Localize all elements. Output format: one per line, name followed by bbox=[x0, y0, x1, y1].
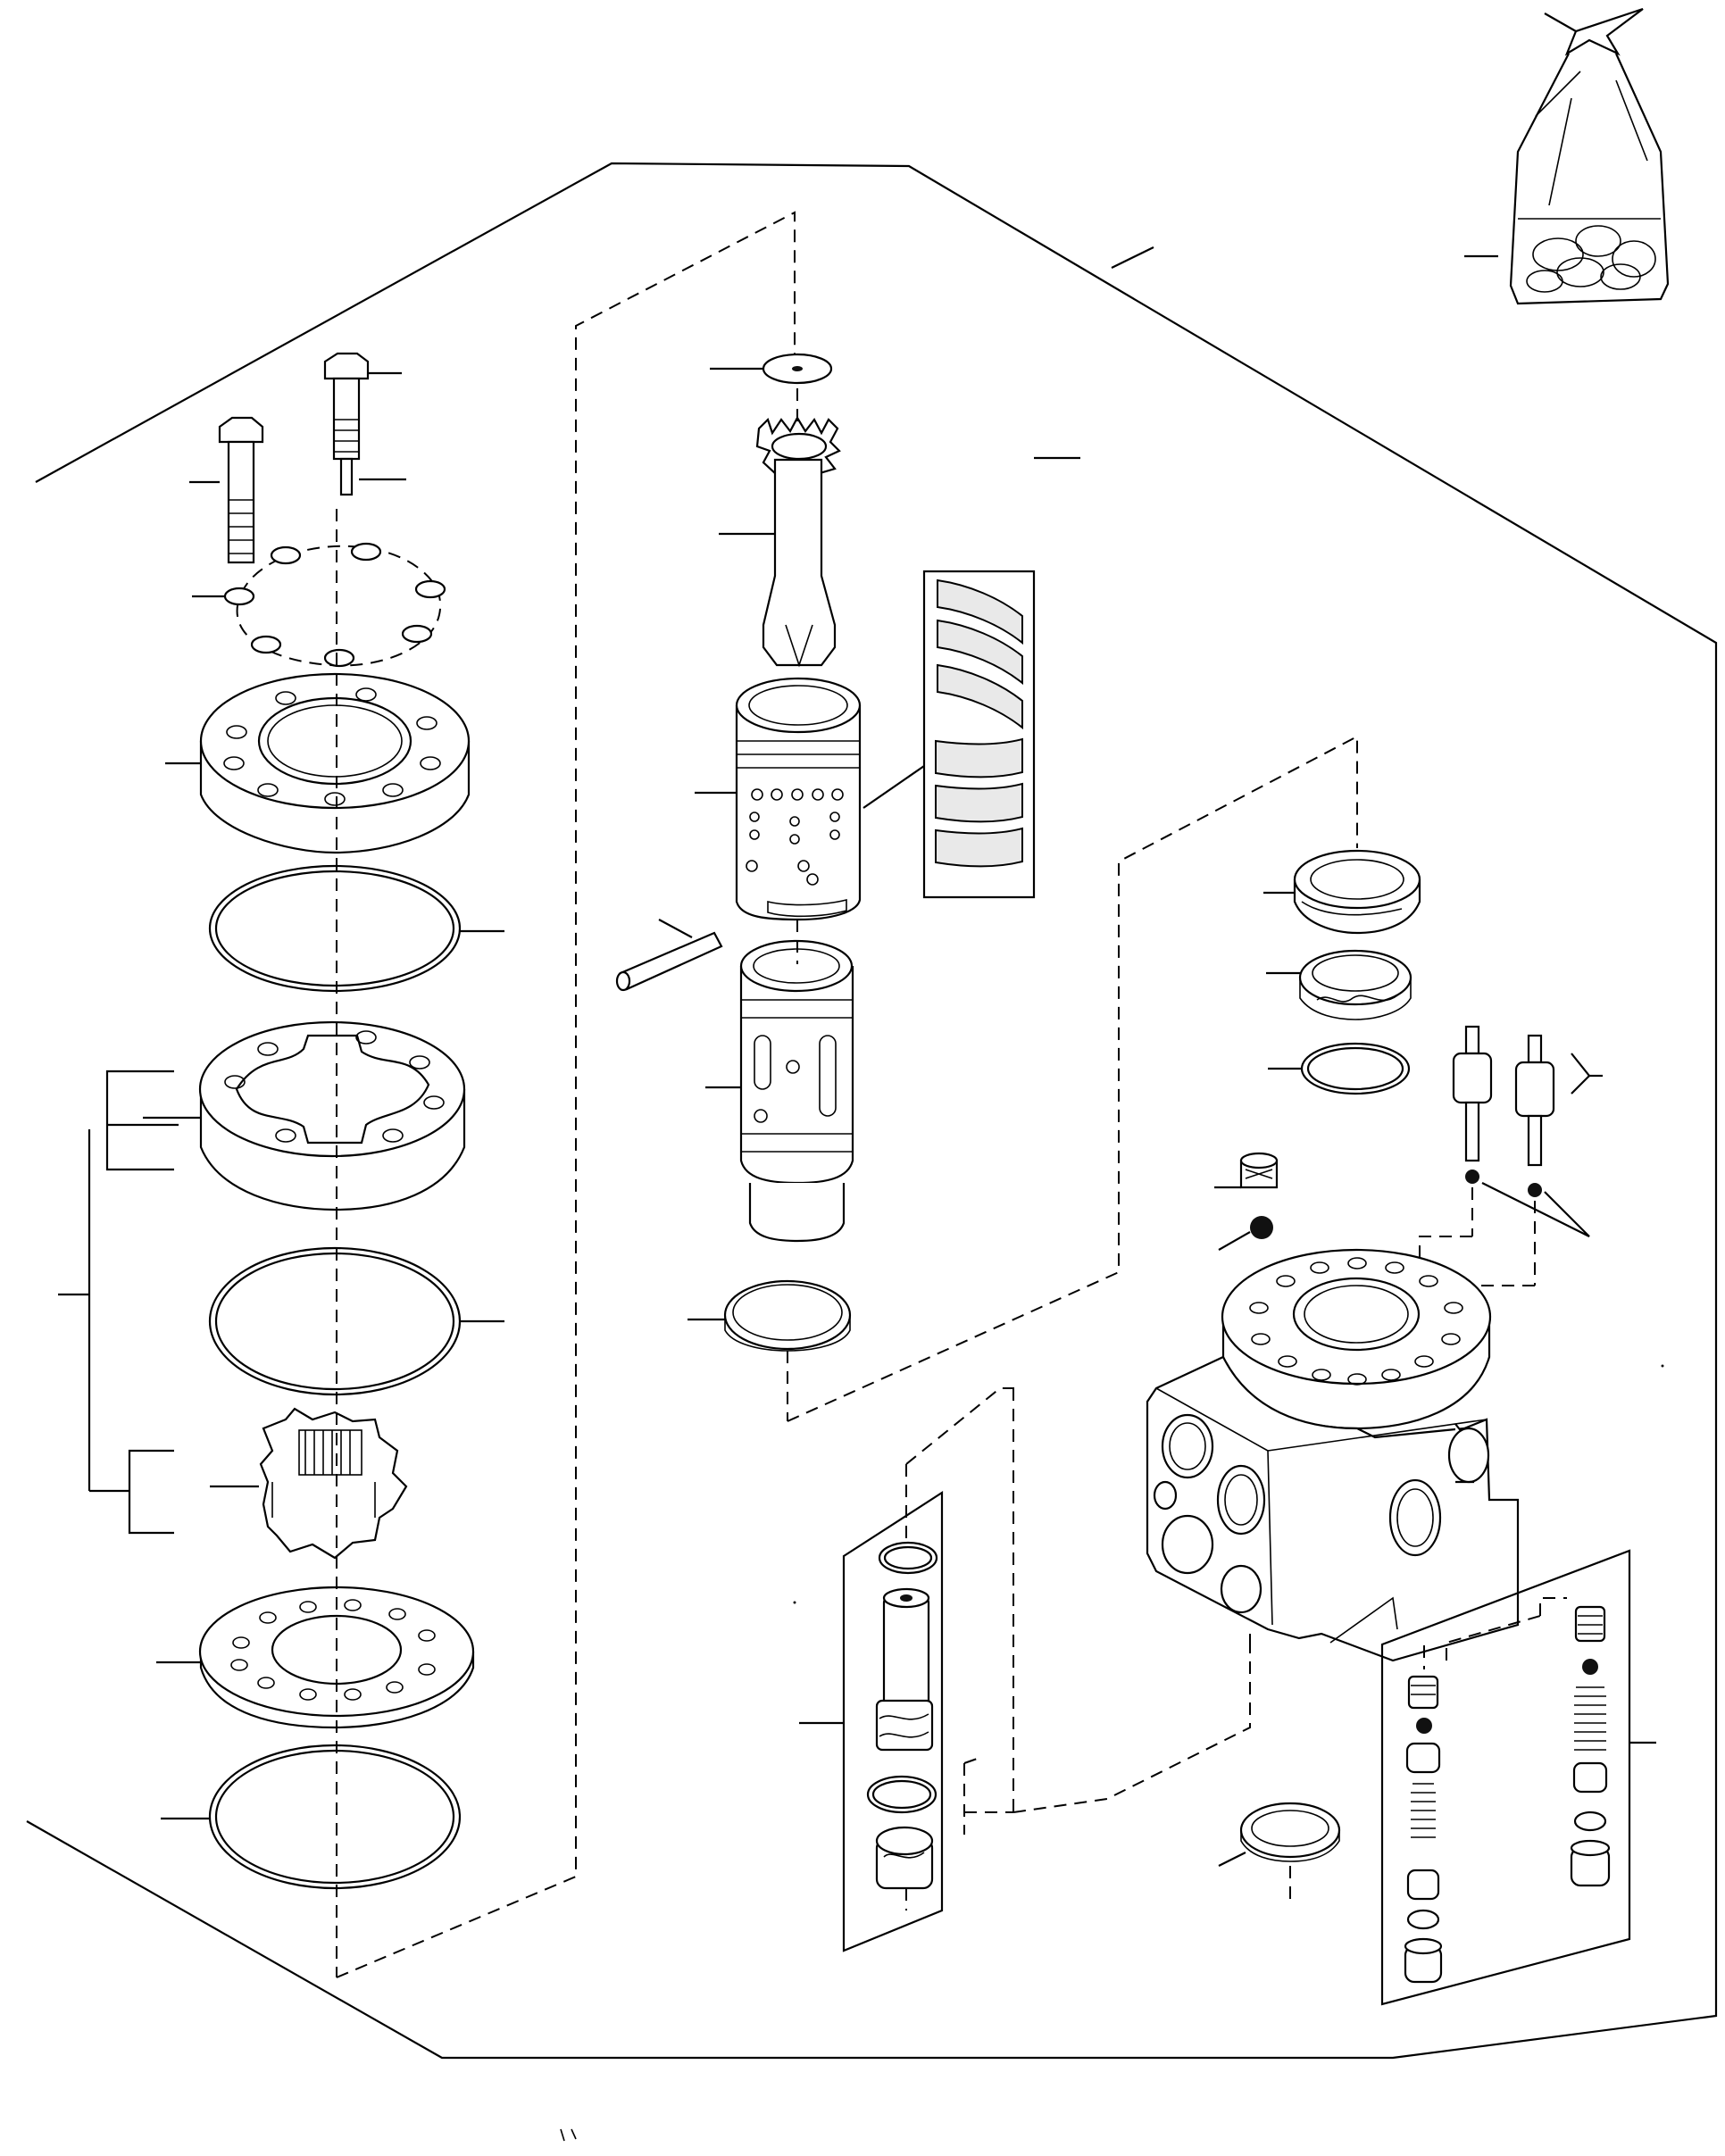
housing-o-ring bbox=[1268, 1042, 1411, 1095]
shaft-seal bbox=[1266, 949, 1412, 1020]
o-ring-3 bbox=[208, 1744, 462, 1890]
stator-ring bbox=[143, 1020, 466, 1211]
distributor-plate bbox=[156, 1586, 475, 1729]
spool-icon bbox=[705, 939, 854, 1243]
seal-kit-bag-icon bbox=[1464, 7, 1670, 305]
drive-shaft bbox=[719, 415, 841, 668]
assembly-outline bbox=[26, 162, 1718, 2060]
valve-kit-card bbox=[1380, 1549, 1656, 2006]
valve-housing-icon bbox=[1146, 1248, 1520, 1662]
bolt-icon bbox=[189, 416, 264, 564]
group-bracket bbox=[58, 1070, 179, 1535]
check-ball bbox=[1250, 1216, 1273, 1239]
o-ring-2 bbox=[208, 1246, 462, 1396]
pin-2 bbox=[1514, 1034, 1555, 1197]
sleeve-icon bbox=[695, 677, 862, 921]
washer-ring-group bbox=[192, 542, 446, 668]
centering-springs bbox=[862, 456, 1080, 899]
leader-assembly bbox=[1111, 246, 1154, 269]
check-plug bbox=[1214, 1152, 1279, 1189]
relief-valve-card bbox=[799, 1387, 1014, 1952]
bottom-seal-ring bbox=[1218, 1802, 1341, 1902]
end-cap bbox=[165, 672, 471, 854]
bolt-icon bbox=[323, 352, 406, 496]
o-ring-1 bbox=[208, 864, 462, 993]
dust-seal bbox=[1263, 849, 1421, 935]
rotor-icon bbox=[210, 1407, 408, 1560]
pin-1 bbox=[1452, 1025, 1493, 1184]
spool-seal-ring bbox=[688, 1279, 852, 1352]
cross-pin bbox=[615, 919, 723, 992]
